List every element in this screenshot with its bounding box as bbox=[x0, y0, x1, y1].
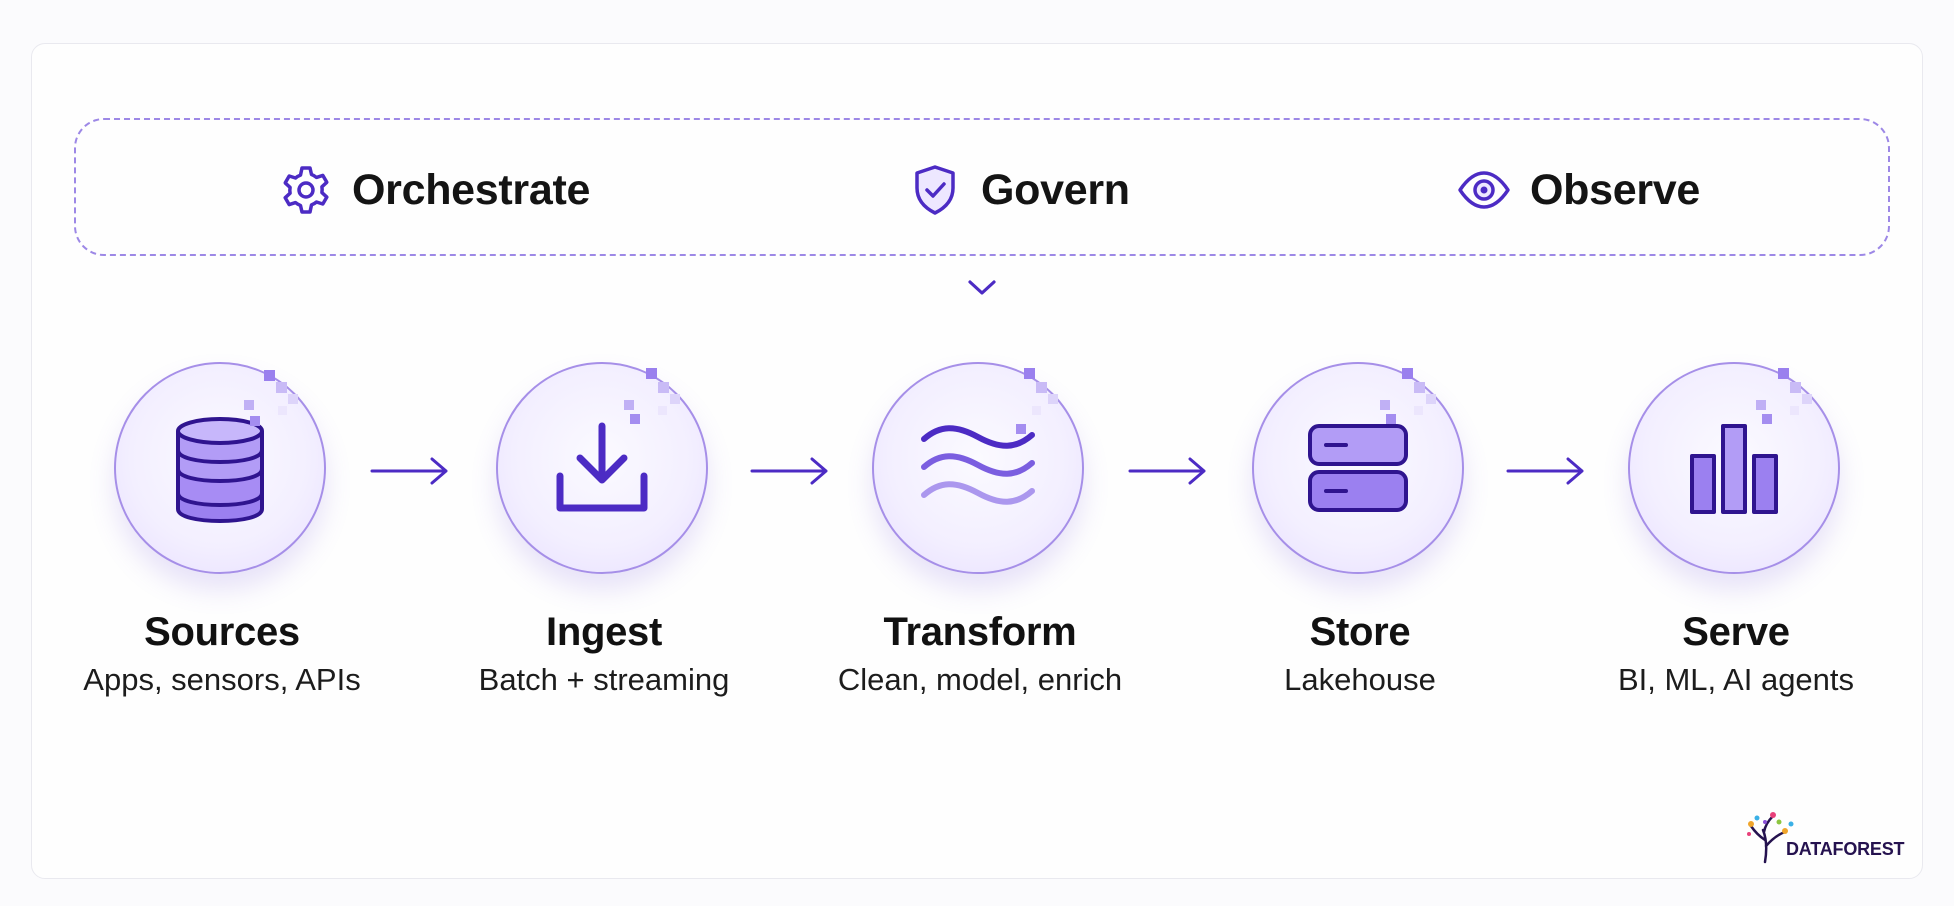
database-icon bbox=[176, 417, 264, 523]
brand-logo: DATAFOREST bbox=[1745, 810, 1905, 864]
stage-title: Serve bbox=[1682, 610, 1790, 654]
governance-band: Orchestrate Govern Observe bbox=[74, 118, 1890, 256]
tree-logo-icon bbox=[1747, 812, 1794, 864]
stage-transform: Transform Clean, model, enrich bbox=[820, 360, 1140, 720]
pixel-decoration bbox=[624, 368, 680, 424]
governance-item-observe: Observe bbox=[1456, 164, 1700, 216]
eye-icon bbox=[1458, 171, 1510, 209]
governance-label: Observe bbox=[1530, 165, 1701, 214]
arrow-right-icon bbox=[750, 457, 828, 485]
download-tray-icon bbox=[556, 422, 648, 512]
stage-circle bbox=[114, 362, 326, 574]
chevron-down-icon bbox=[968, 280, 996, 295]
stage-store: Store Lakehouse bbox=[1200, 360, 1520, 720]
waves-icon bbox=[921, 425, 1035, 505]
stage-circle bbox=[1252, 362, 1464, 574]
stage-title: Store bbox=[1309, 610, 1411, 654]
stage-subtitle: Clean, model, enrich bbox=[837, 662, 1123, 697]
pixel-decoration bbox=[244, 370, 298, 426]
shield-check-icon bbox=[915, 165, 955, 215]
stage-ingest: Ingest Batch + streaming bbox=[444, 360, 764, 720]
pixel-decoration bbox=[1756, 368, 1812, 424]
arrow-right-icon bbox=[370, 457, 448, 485]
stage-circle bbox=[872, 362, 1084, 574]
stage-serve: Serve BI, ML, AI agents bbox=[1576, 360, 1896, 720]
stage-subtitle: Apps, sensors, APIs bbox=[83, 662, 361, 697]
gear-icon bbox=[283, 166, 329, 214]
governance-item-govern: Govern bbox=[907, 164, 1130, 216]
stage-circle bbox=[496, 362, 708, 574]
server-stack-icon bbox=[1308, 424, 1408, 512]
stage-title: Transform bbox=[883, 610, 1077, 654]
arrow-right-icon bbox=[1506, 457, 1584, 485]
pixel-decoration bbox=[1016, 368, 1058, 434]
arrow-right-icon bbox=[1128, 457, 1206, 485]
bar-chart-icon bbox=[1690, 424, 1778, 514]
governance-item-orchestrate: Orchestrate bbox=[278, 164, 590, 216]
stage-subtitle: Lakehouse bbox=[1284, 662, 1436, 697]
governance-label: Govern bbox=[981, 165, 1130, 214]
stage-title: Ingest bbox=[546, 610, 662, 654]
pixel-decoration bbox=[1380, 368, 1436, 424]
governance-label: Orchestrate bbox=[352, 165, 591, 214]
brand-name: DATAFOREST bbox=[1786, 839, 1905, 859]
stage-title: Sources bbox=[144, 610, 300, 654]
stage-subtitle: BI, ML, AI agents bbox=[1617, 662, 1855, 697]
stage-subtitle: Batch + streaming bbox=[478, 662, 730, 697]
stage-sources: Sources Apps, sensors, APIs bbox=[62, 360, 382, 720]
